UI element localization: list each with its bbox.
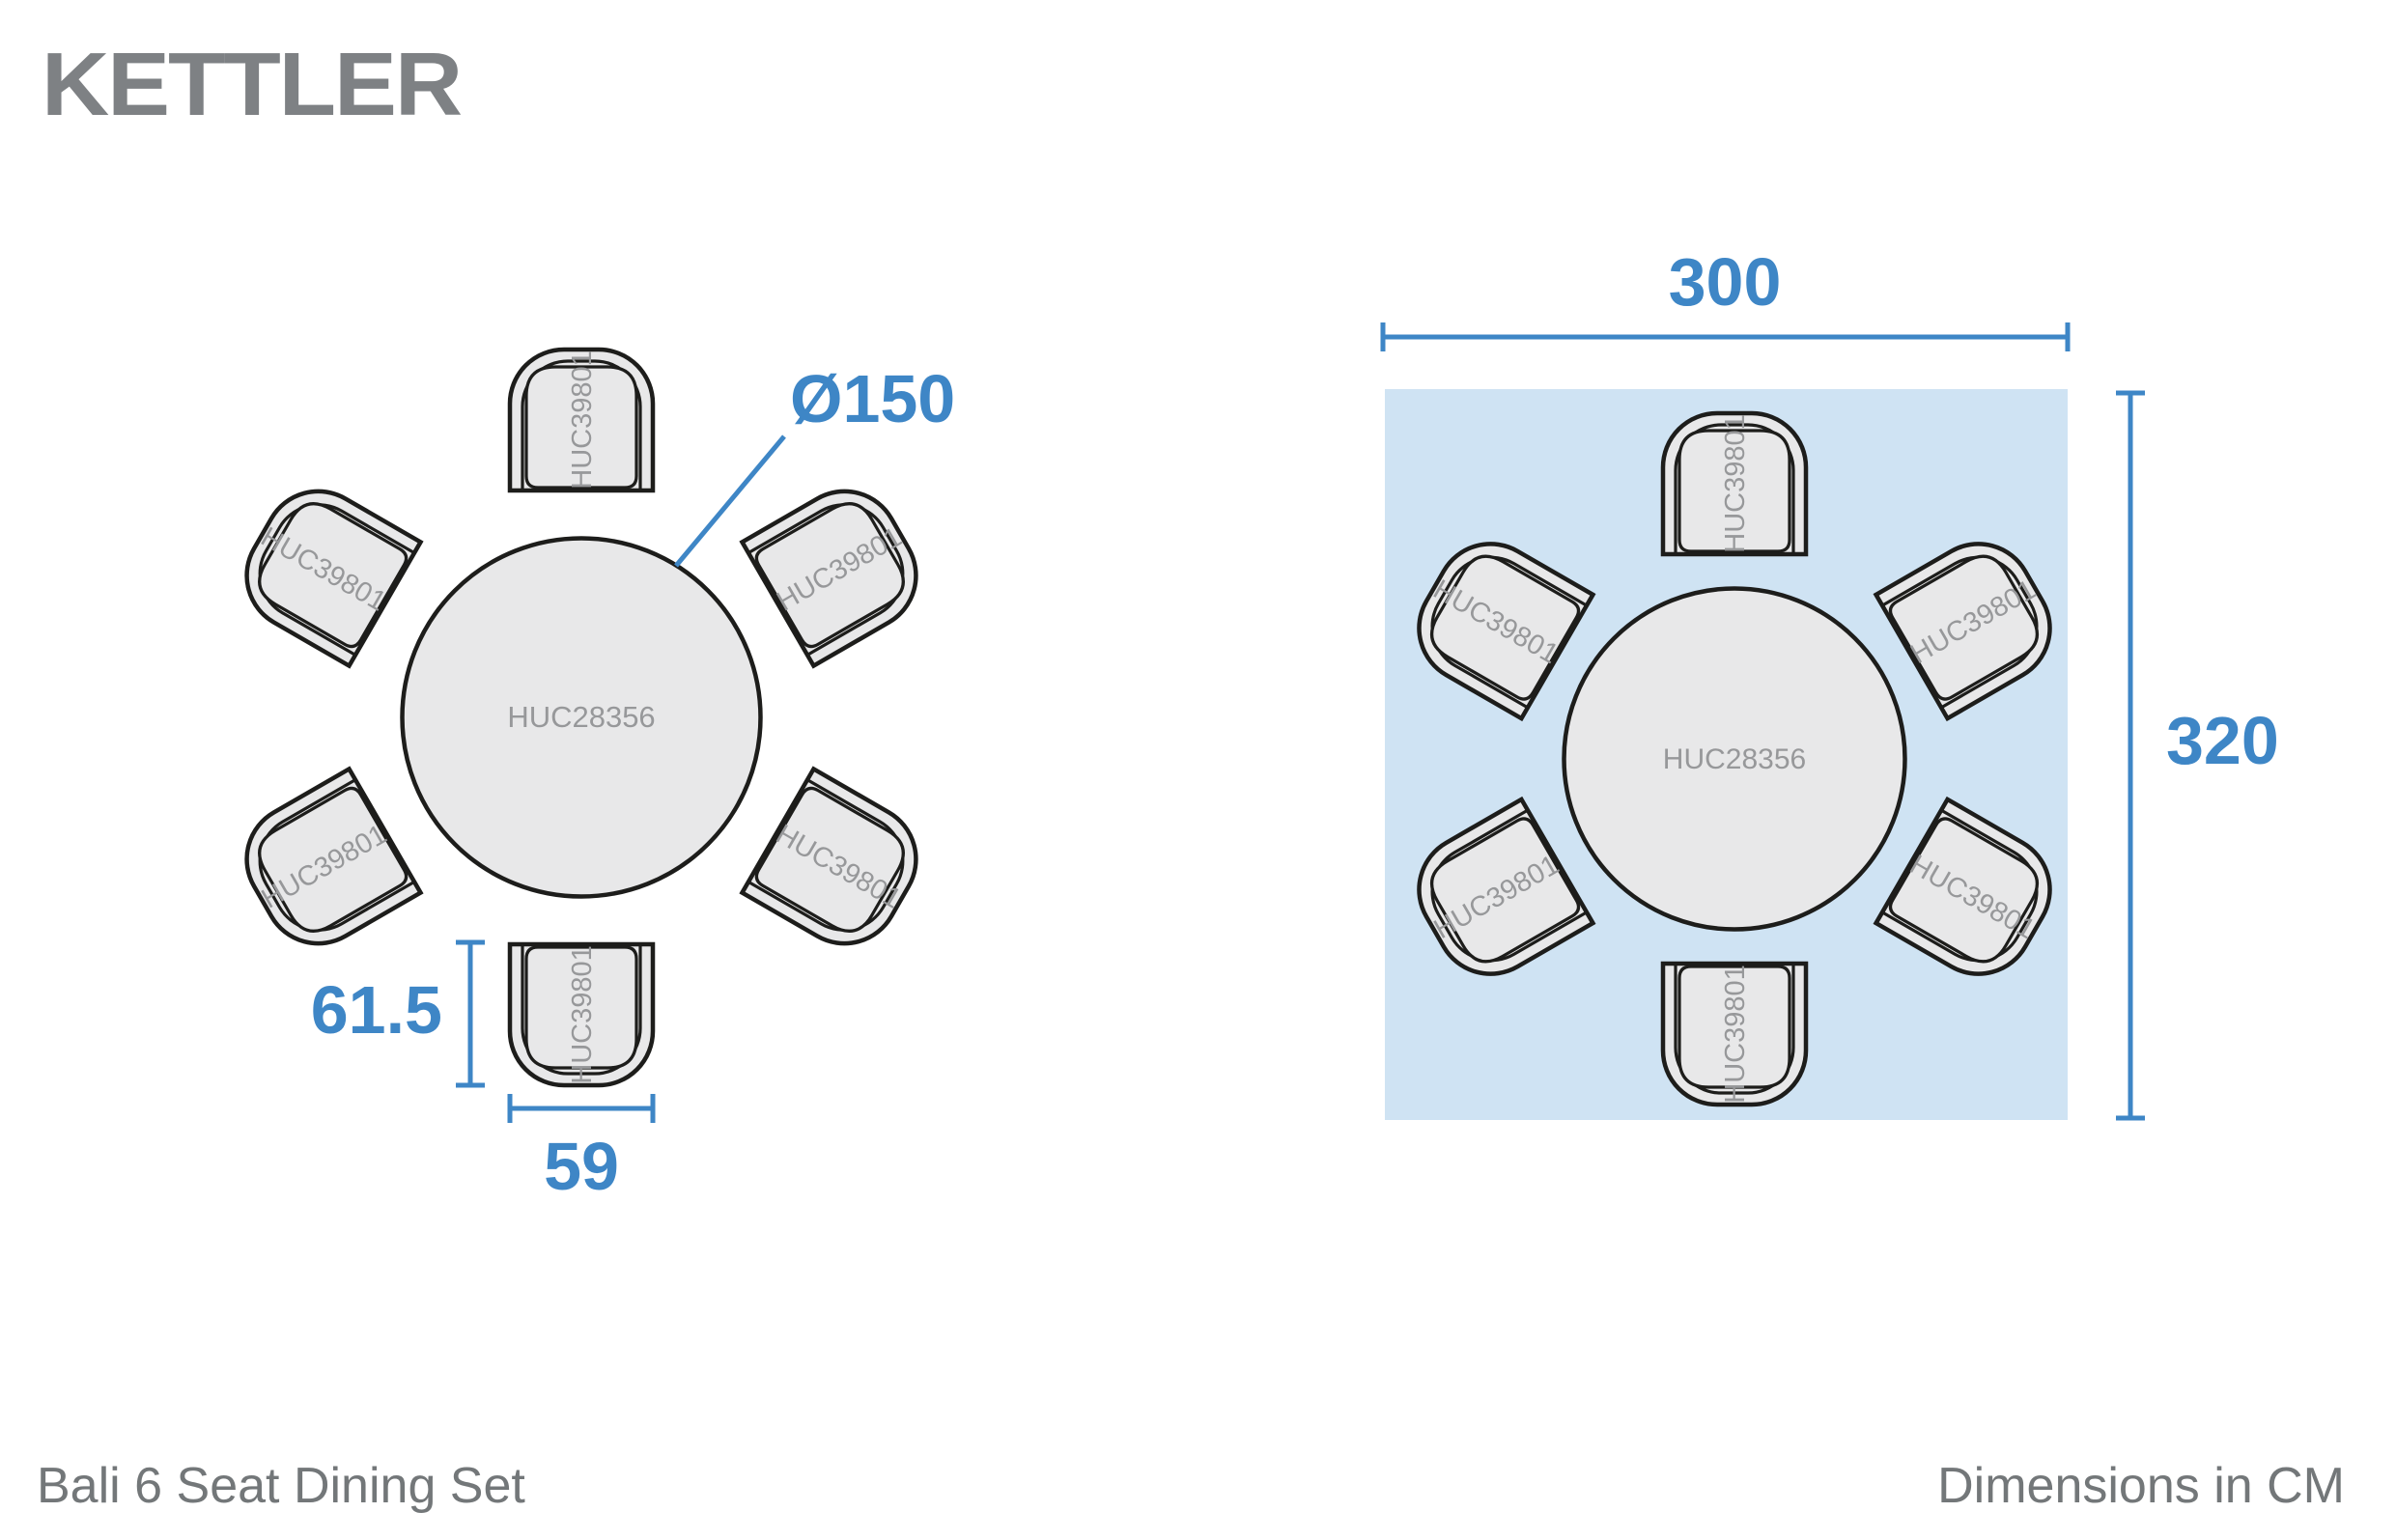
chair-seat — [524, 945, 638, 1070]
chair-seat — [754, 502, 905, 649]
chair-seat — [1677, 965, 1791, 1089]
chair: HUC39801 — [739, 489, 918, 669]
table-top — [400, 536, 763, 899]
clearance-width-dim-line — [1380, 322, 2071, 351]
chair-seat — [258, 502, 409, 649]
right-diagram-chairs: HUC39801HUC39801HUC39801HUC39801HUC39801… — [1417, 410, 2052, 1107]
chair-seat — [258, 786, 409, 933]
clearance-depth-label: 320 — [2166, 703, 2279, 778]
kettler-logo: KETTLER — [42, 34, 462, 134]
right-diagram: HUC39801HUC39801HUC39801HUC39801HUC39801… — [1380, 244, 2279, 1121]
chair-part-label: HUC39801 — [567, 350, 598, 489]
chair: HUC39801 — [244, 766, 424, 946]
chair: HUC39801 — [1660, 961, 1809, 1107]
chair: HUC39801 — [507, 941, 656, 1088]
chair: HUC39801 — [739, 766, 918, 946]
chair: HUC39801 — [1660, 410, 1809, 557]
chair-seat — [1677, 429, 1791, 553]
chair: HUC39801 — [1873, 796, 2052, 976]
table-diameter-label: Ø150 — [790, 361, 955, 436]
clearance-width-label: 300 — [1669, 244, 1782, 320]
product-name: Bali 6 Seat Dining Set — [37, 1458, 525, 1514]
chair-seat — [1888, 817, 2040, 964]
chair: HUC39801 — [1417, 542, 1596, 722]
chair-depth-label: 61.5 — [311, 972, 442, 1048]
chair-seat — [1429, 554, 1581, 701]
chair-depth-dim-line — [456, 939, 485, 1088]
chair-width-dim-line — [507, 1094, 656, 1123]
chair: HUC39801 — [244, 489, 424, 669]
chair-part-label: HUC39801 — [1720, 965, 1751, 1103]
chair-part-label: HUC39801 — [567, 945, 598, 1083]
left-diagram: HUC39801HUC39801HUC39801HUC39801HUC39801… — [244, 347, 955, 1204]
chair: HUC39801 — [1873, 542, 2052, 722]
chair: HUC39801 — [507, 347, 656, 493]
chair-seat — [1888, 554, 2040, 701]
diameter-leader-line — [674, 434, 786, 568]
units-note: Dimensions in CM — [1937, 1458, 2345, 1514]
chair-seat — [524, 365, 638, 490]
table-part-label-footprint: HUC28356 — [1663, 743, 1806, 775]
table-part-label: HUC28356 — [507, 700, 655, 734]
chair-seat — [1429, 817, 1581, 964]
chair-width-label: 59 — [544, 1129, 619, 1204]
chair-seat — [754, 786, 905, 933]
clearance-depth-dim-line — [2116, 390, 2145, 1121]
table-top-footprint — [1562, 586, 1907, 932]
chair-part-label: HUC39801 — [1720, 414, 1751, 552]
left-diagram-chairs: HUC39801HUC39801HUC39801HUC39801HUC39801… — [244, 347, 918, 1088]
chair: HUC39801 — [1417, 796, 1596, 976]
